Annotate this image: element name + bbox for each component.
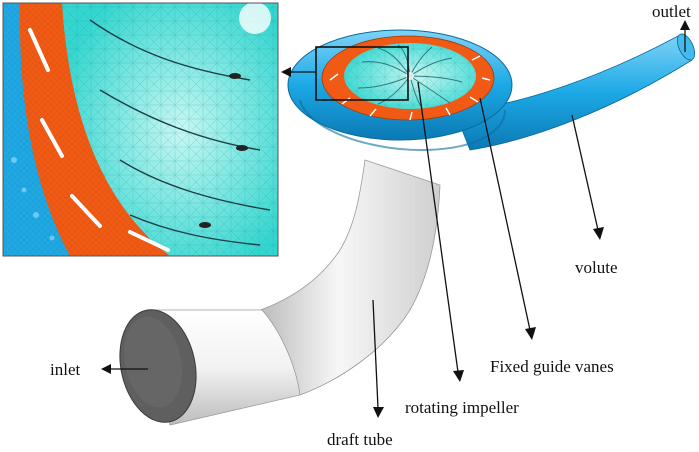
leader-draft-tube — [372, 299, 384, 418]
label-fixed-guide-vanes: Fixed guide vanes — [490, 357, 614, 376]
label-outlet: outlet — [652, 2, 691, 21]
volute — [287, 29, 513, 151]
leader-fixed-guide-vanes — [479, 97, 536, 340]
zoom-arrow — [281, 67, 316, 77]
zoom-box — [315, 46, 409, 101]
leader-rotating-impeller — [417, 81, 464, 382]
label-inlet: inlet — [50, 360, 80, 379]
leader-inlet — [101, 364, 148, 374]
volute-outlet-pipe — [454, 33, 696, 151]
label-volute: volute — [575, 258, 618, 277]
inset-frame — [2, 2, 279, 257]
leader-volute — [571, 114, 604, 240]
draft-tube — [119, 159, 441, 426]
outlet-face — [676, 33, 696, 61]
leader-outlet — [680, 20, 690, 52]
label-draft-tube: draft tube — [327, 430, 393, 449]
draft-tube-bend — [254, 159, 441, 396]
label-rotating-impeller: rotating impeller — [405, 398, 519, 417]
inset-mesh-view — [3, 3, 278, 256]
